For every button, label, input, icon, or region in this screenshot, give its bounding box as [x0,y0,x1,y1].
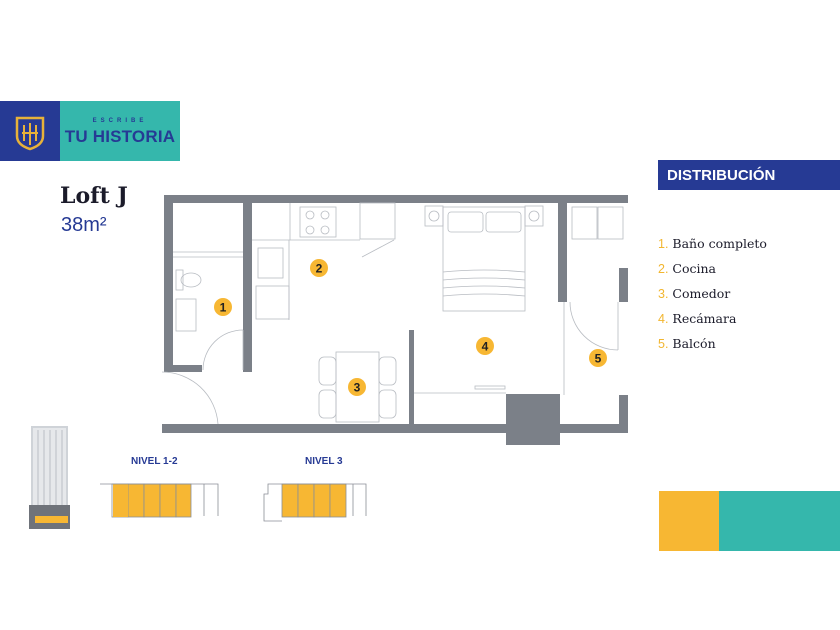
logo-banner [60,101,180,161]
distribution-heading: DISTRIBUCIÓN [667,167,776,184]
logo-tagline: ESCRIBE [92,118,148,124]
building-thumbnail [29,426,70,529]
room-badge-5 [589,349,607,367]
unit-area: 38m² [61,214,107,236]
furniture [161,202,624,425]
room-badge-1 [214,298,232,316]
room-badge-3 [348,378,366,396]
room-badge-2-label: 2 [316,262,323,276]
color-block-teal [719,491,840,551]
legend-item: 3. Comedor [658,286,731,301]
level-label-3: NIVEL 3 [305,456,343,467]
room-badge-2 [310,259,328,277]
level-map-1-2 [100,483,219,518]
logo-title: TU HISTORIA [64,127,176,146]
legend-item: 5. Balcón [658,336,716,351]
unit-name: Loft J [60,183,128,209]
walls [162,195,628,445]
level-map-3 [263,483,367,522]
room-badge-1-label: 1 [220,301,227,315]
room-badge-4-label: 4 [482,340,489,354]
legend-item: 2. Cocina [658,261,717,276]
legend-item: 1. Baño completo [658,236,767,251]
room-badges: 1 2 3 4 5 [214,259,607,396]
room-badge-5-label: 5 [595,352,602,366]
legend-item: 4. Recámara [658,311,737,326]
level-label-1-2: NIVEL 1-2 [131,456,178,467]
room-badge-3-label: 3 [354,381,361,395]
logo-emblem [0,101,60,161]
shield-icon [15,116,45,151]
color-block-gold [659,491,719,551]
room-badge-4 [476,337,494,355]
distribution-header [658,160,840,190]
